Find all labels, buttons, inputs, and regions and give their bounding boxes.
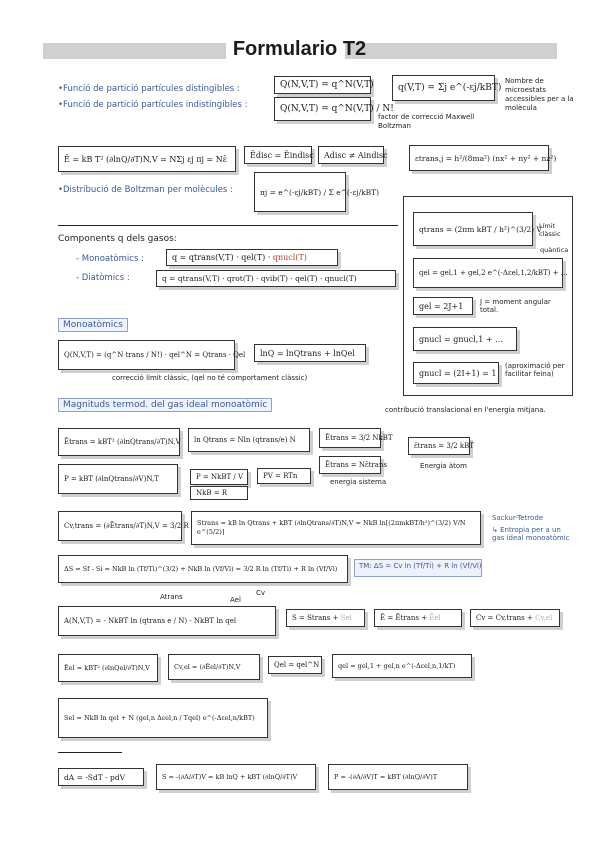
etrans-system: Ētrans = Nε̄trans — [319, 456, 387, 474]
etrans-system-note: energia sistema — [330, 478, 387, 486]
gnucl-eq: gnucl = gnucl,1 + … — [413, 327, 517, 351]
monoatomic-eq: Q(N,V,T) = (q^N trans / N!) · qel^N = Qt… — [58, 340, 245, 370]
strans-eq-text: Strans = kB ln Qtrans + kBT (∂lnQtrans/∂… — [197, 519, 466, 536]
s-sum-el: Sel — [340, 614, 352, 622]
di-eq: q = qtrans(V,T) · qrot(T) · qvib(T) · qe… — [156, 270, 396, 287]
cv-sum-el: Cv,el — [535, 614, 553, 622]
delta-s-eq: ΔS = Sf - Si = NkB ln (Tf/Ti)^(3/2) + Nk… — [58, 555, 348, 583]
tm-eq: TM: ΔS = Cv ln (Tf/Ti) + R ln (Vf/Vi) — [354, 559, 482, 577]
di-label: - Diatòmics : — [76, 273, 130, 283]
gel-eq: gel = 2J+1 — [413, 297, 473, 315]
mono-eq-text: q = qtrans(V,T) · qel(T) · — [172, 253, 271, 262]
nkb-eq: NkB = R — [190, 486, 248, 500]
monoatomic-heading: Monoatòmics — [58, 318, 128, 332]
indist-eq: Q(N,V,T) = q^N(V,T) / N! — [274, 97, 394, 121]
e-sum-el: Ēel — [429, 614, 441, 622]
s-sum-eq: S = Strans + Sel — [286, 609, 365, 627]
gnucl2-note: (aproximació per facilitar feina) — [505, 362, 565, 378]
etrans-atom: ε̄trans = 3/2 kBT — [408, 437, 474, 455]
mono-eq-nucl: qnucl(T) — [272, 253, 307, 262]
pressure-eq: P = kBT (∂lnQtrans/∂V)N,T — [58, 464, 178, 494]
sel-eq: Sel = NkB ln qel + N (gel,n Δεel,n / Tqe… — [58, 698, 268, 738]
etrans-eq: Ētrans = kBT² (∂lnQtrans/∂T)N,V — [58, 428, 181, 456]
cv-sum-text: Cv = Cv,trans + — [476, 614, 533, 622]
gel-note: J = moment angular total. — [480, 298, 551, 314]
correction-note: factor de correcció Maxwell Boltzman — [378, 113, 475, 130]
mean-energy-eq: Ē = kB T² (∂lnQ/∂T)N,V = NΣj εj πj = Nε̄ — [58, 146, 236, 172]
title-bar-left — [43, 43, 226, 59]
etrans-level-eq: εtrans,j = h²/(8ma²) (nx² + ny² + nz²) — [409, 145, 556, 171]
ael-label: Ael — [230, 596, 241, 604]
etrans-atom-note: Energia àtom — [420, 462, 467, 470]
bottom-divider — [58, 752, 122, 753]
da-eq: dA = -SdT - pdV — [58, 768, 144, 786]
cv-tag: Cv — [256, 589, 266, 597]
entropy-eq: S = -(∂A/∂T)V = kB lnQ + kBT (∂lnQ/∂T)V — [156, 764, 316, 790]
ideal-gas-heading: Magnituds termod. del gas ideal monoatòm… — [58, 398, 273, 412]
qel-eq: qel = gel,1 + gel,2 e^(-Δεel,1,2/kBT) + … — [413, 258, 568, 288]
molecular-eq: q(V,T) = Σj e^(-εj/kBT) — [392, 75, 501, 101]
monoatomic-note: correcció límit clàssic, (qel no té comp… — [112, 374, 308, 382]
s-sum-text: S = Strans + — [292, 614, 339, 622]
eel-eq: Ēel = kBT² (∂lnQel/∂T)N,V — [58, 654, 158, 682]
mono-label: - Monoatòmics : — [76, 254, 144, 264]
components-divider — [58, 225, 398, 226]
sackur-note: ↳ Entropia per a un gas ideal monoatòmic — [492, 526, 570, 542]
qel-sum-eq: qel = gel,1 + gel,n e^(-Δεel,n,1/kT) — [332, 654, 472, 678]
e-sum-text: Ē = Ētrans + — [380, 614, 428, 622]
cvel-eq: Cv,el = (∂Ēel/∂T)N,V — [168, 654, 260, 680]
qel-n-eq: Qel = qel^N — [268, 656, 322, 674]
cv-sum-eq: Cv = Cv,trans + Cv,el — [470, 609, 560, 627]
atrans-label: Atrans — [160, 593, 183, 601]
strans-eq: Strans = kB ln Qtrans + kBT (∂lnQtrans/∂… — [191, 511, 481, 545]
sackur-label: Sackur-Tetrode — [492, 514, 544, 522]
qtrans-eq: qtrans = (2πm kBT / h²)^(3/2) V — [413, 212, 542, 246]
mono-eq: q = qtrans(V,T) · qel(T) · qnucl(T) — [166, 249, 338, 266]
page-title: Formulario T2 — [232, 38, 367, 60]
indist-label: •Funció de partició partícules indisting… — [58, 100, 248, 110]
contrib-note: contribució translacional en l'energia m… — [385, 406, 546, 414]
edisc-eq: Ēdisc = Ēindisc — [244, 146, 314, 164]
title-bar-right — [345, 43, 557, 59]
adisc-eq: Adisc ≠ Aindisc — [318, 146, 388, 164]
dist-eq: Q(N,V,T) = q^N(V,T) — [274, 76, 374, 94]
pv-eq: PV = RTn — [257, 468, 311, 484]
components-label: Components q dels gasos: — [58, 234, 177, 244]
gnucl2-eq: gnucl = (2I+1) = 1 — [413, 362, 499, 384]
monoatomic-ln-eq: lnQ = lnQtrans + lnQel — [254, 344, 366, 362]
cv-trans-eq: Cv,trans = (∂Ētrans/∂T)N,V = 3/2 R — [58, 511, 189, 541]
limits-panel — [403, 196, 573, 396]
delta-s-eq-text: ΔS = Sf - Si = NkB ln (Tf/Ti)^(3/2) + Nk… — [64, 564, 338, 573]
qtrans-note: Límit clàssic — [539, 222, 561, 238]
pressure-general-eq: P = -(∂A/∂V)T = kBT (∂lnQ/∂V)T — [328, 764, 468, 790]
lnq-trans-eq: ln Qtrans = Nln (qtrans/e) N — [188, 428, 310, 452]
qel-note: quàntica — [540, 246, 569, 254]
pressure-result: P = NkBT / V — [190, 469, 248, 485]
boltzmann-label: •Distribució de Boltzman per molècules : — [58, 185, 233, 195]
molecular-note: Nombre de microestats accessibles per a … — [505, 77, 574, 112]
etrans-result: Ētrans = 3/2 NkBT — [319, 428, 393, 448]
boltzmann-eq: πj = e^(-εj/kBT) / Σ e^(-εj/kBT) — [254, 172, 379, 212]
dist-label: •Funció de partició partícules distingib… — [58, 84, 240, 94]
helmholtz-eq: A(N,V,T) = - NkBT ln (qtrans e / N) - Nk… — [58, 606, 276, 636]
e-sum-eq: Ē = Ētrans + Ēel — [374, 609, 462, 627]
